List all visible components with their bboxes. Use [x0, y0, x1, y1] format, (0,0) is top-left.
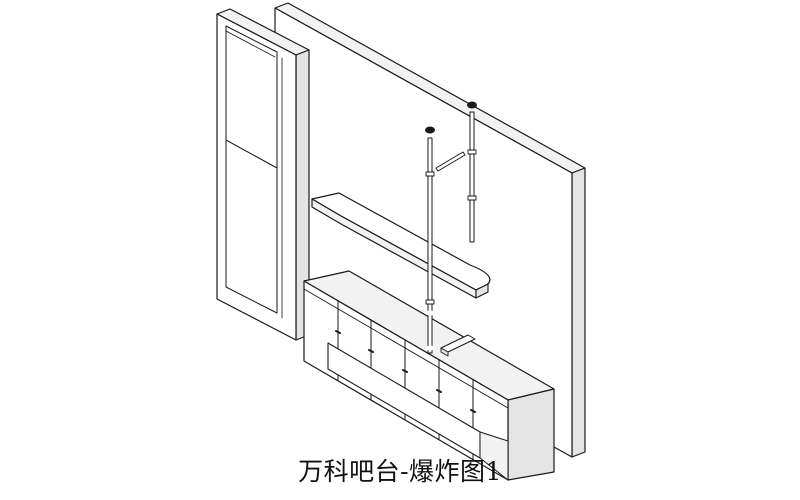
upright-rods: [425, 111, 477, 354]
back-wall-panel: [274, 2, 586, 458]
plinth: [327, 342, 509, 481]
drawing-caption: 万科吧台-爆炸图1: [298, 457, 502, 486]
bar-countertop: [311, 192, 491, 299]
tall-cabinet: [216, 8, 310, 341]
connector-fittings: [425, 101, 477, 357]
